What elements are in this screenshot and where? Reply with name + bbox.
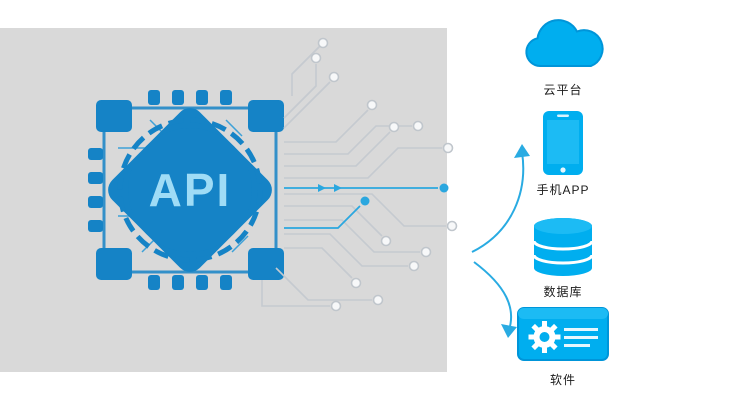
endpoint-software-label: 软件 [549,373,576,387]
gear-icon [528,321,561,353]
cloud-icon [525,19,604,67]
chip-api-label: API [149,164,232,216]
endpoint-phone: 手机APP [509,110,617,198]
connector-arrows [471,144,530,338]
phone-icon [543,111,583,175]
database-icon [532,218,594,276]
endpoint-phone-label: 手机APP [536,183,590,197]
endpoint-database: 数据库 [509,216,617,300]
blue-traces [284,183,449,229]
trace-nodes [310,37,458,312]
endpoint-cloud-label: 云平台 [543,83,583,97]
endpoint-software: 软件 [509,304,617,388]
software-icon [517,307,609,361]
endpoint-cloud: 云平台 [509,12,617,98]
api-circuit-graphic: API [88,37,530,338]
api-chip: API [88,90,284,290]
endpoint-database-label: 数据库 [543,285,583,299]
